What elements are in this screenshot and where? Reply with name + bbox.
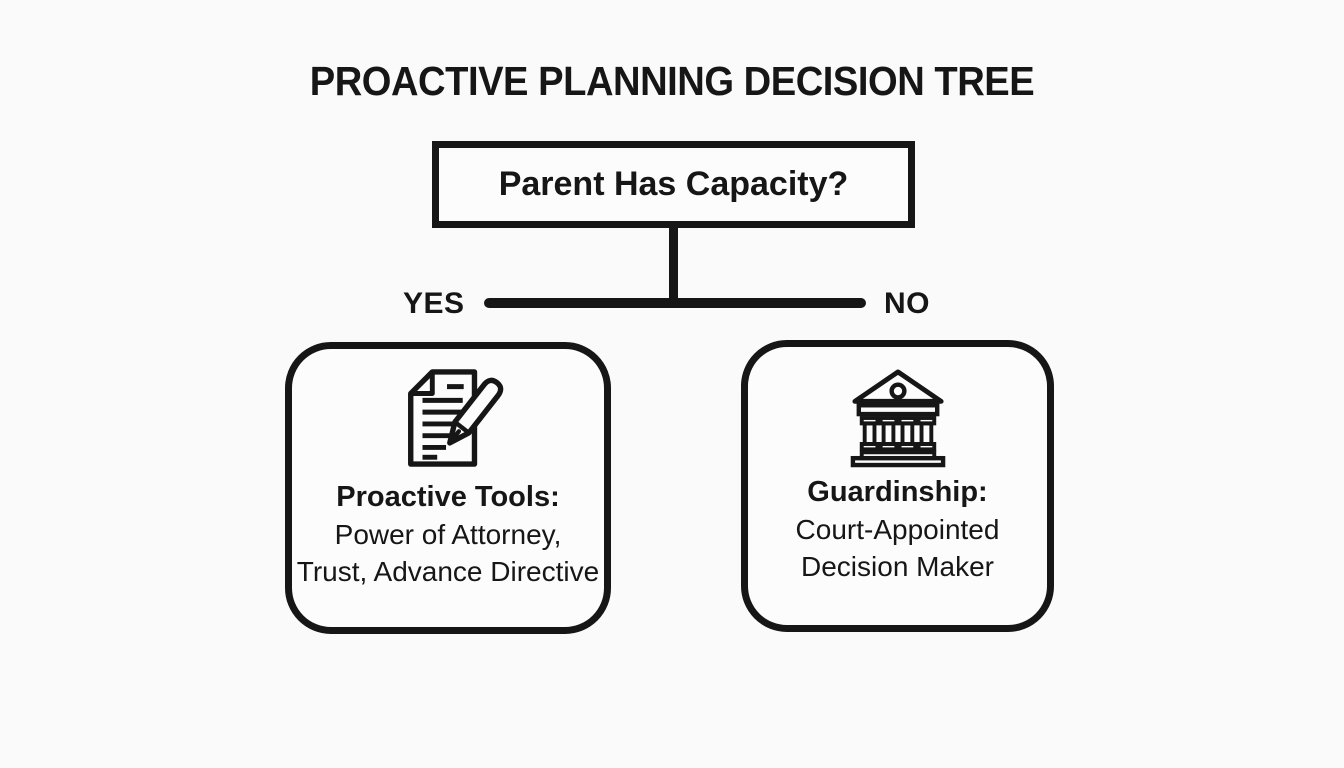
- node-line: Power of Attorney,: [334, 519, 562, 550]
- branch-label-yes: YES: [403, 287, 465, 320]
- node-proactive-tools: Proactive Tools: Power of Attorney, Trus…: [285, 342, 611, 634]
- connector-vertical-line: [669, 228, 678, 306]
- root-node-label: Parent Has Capacity?: [498, 165, 849, 203]
- node-heading-guardianship: Guardinship:: [807, 476, 988, 508]
- root-node: Parent Has Capacity?: [432, 141, 915, 228]
- courthouse-icon: [849, 369, 947, 468]
- page-title: PROACTIVE PLANNING DECISION TREE: [309, 58, 1035, 104]
- node-guardianship: Guardinship: Court-Appointed Decision Ma…: [741, 340, 1054, 632]
- document-pencil-icon: [397, 366, 504, 472]
- connector-horizontal-line: [484, 298, 866, 308]
- node-line: Court-Appointed: [795, 514, 1000, 545]
- node-line: Decision Maker: [801, 551, 994, 582]
- node-heading-proactive-tools: Proactive Tools:: [336, 481, 560, 513]
- node-line: Trust, Advance Directive: [296, 556, 600, 587]
- branch-label-no: NO: [884, 287, 930, 320]
